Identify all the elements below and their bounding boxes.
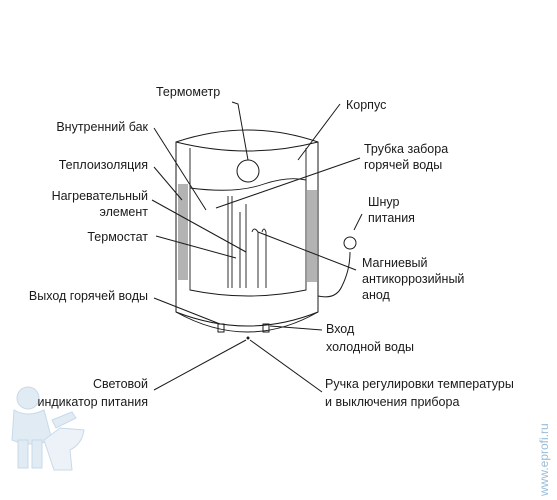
thermometer-dial [236,159,260,183]
power-cord [317,251,351,298]
heating-element [239,204,247,288]
label-indicator-1: Световой [93,377,148,391]
label-thermostat: Термостат [87,230,148,244]
label-indicator-2: индикатор питания [38,395,149,409]
label-anode-1: Магниевый [362,256,428,270]
watermark-site: www.eprofi.ru [537,423,551,497]
plumber-mascot-icon [11,386,85,471]
label-inner-tank: Внутренний бак [56,120,148,134]
label-hot-tube-1: Трубка забора [364,142,448,156]
insulation-right [307,190,317,282]
label-hot-out: Выход горячей воды [29,289,148,303]
label-anode-2: антикоррозийный [362,272,464,286]
label-heater-2: элемент [99,205,148,219]
tank-body [175,129,357,340]
label-thermometer: Термометр [156,85,220,99]
label-handle-2: и выключения прибора [325,395,459,409]
power-plug [343,236,357,250]
label-cord-2: питания [368,211,415,225]
power-indicator [246,336,250,340]
label-handle-1: Ручка регулировки температуры [325,377,514,391]
hot-water-outlet [217,323,225,333]
labels: Термометр Корпус Внутренний бак Трубка з… [29,85,514,409]
thermostat-rod [251,228,267,288]
insulation-left [178,184,188,280]
label-cord-1: Шнур [368,195,399,209]
leader-lines [151,101,363,393]
label-cold-in-2: холодной воды [326,340,414,354]
label-body: Корпус [346,98,386,112]
label-hot-tube-2: горячей воды [364,158,442,172]
label-insulation: Теплоизоляция [59,158,148,172]
label-anode-3: анод [362,288,391,302]
label-heater-1: Нагревательный [52,189,148,203]
label-cold-in-1: Вход [326,322,355,336]
cold-water-inlet [262,323,270,333]
